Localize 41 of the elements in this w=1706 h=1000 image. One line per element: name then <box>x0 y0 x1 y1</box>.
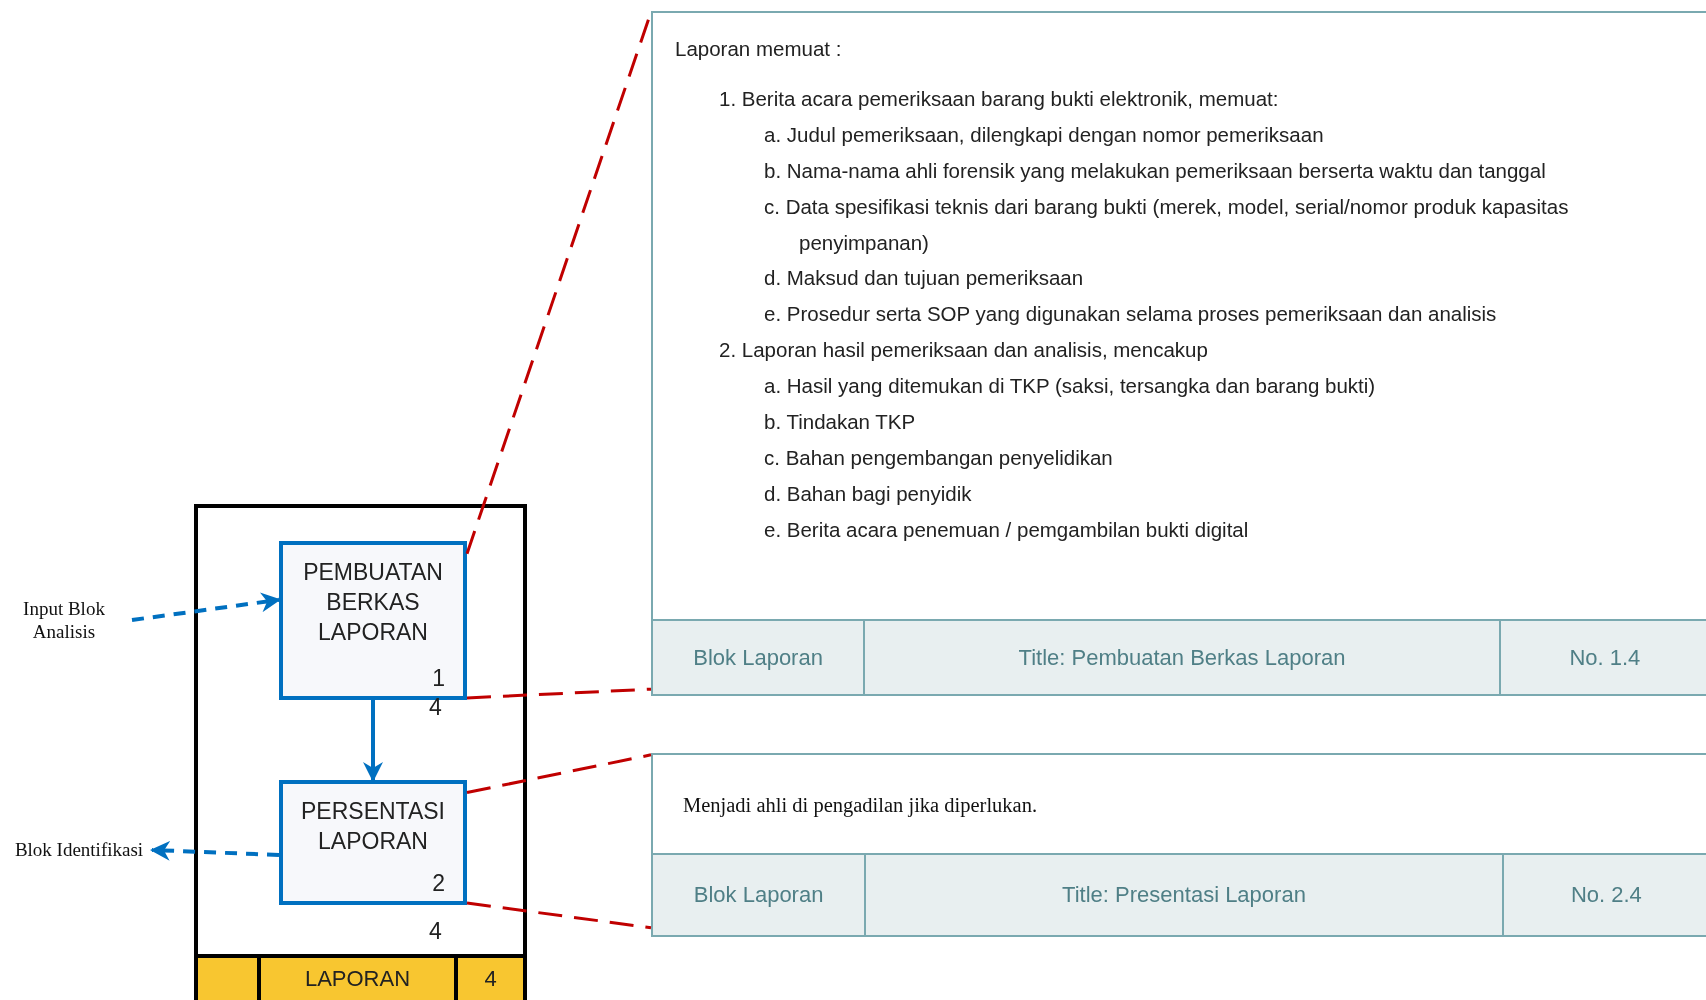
list-item: c. Data spesifikasi teknis dari barang bukti (merek, model, serial/nomor produk kapasitas penyimpanan) <box>764 194 1570 256</box>
process-number: 2 <box>432 870 445 897</box>
process-box <box>279 780 467 905</box>
list-item: d. Maksud dan tujuan pemeriksaan <box>764 265 1085 291</box>
detail-panel <box>651 11 1706 696</box>
list-item: d. Bahan bagi penyidik <box>764 481 973 507</box>
list-item: 2. Laporan hasil pemeriksaan dan analisis, mencakup <box>719 337 1209 363</box>
zoom-line <box>466 753 652 794</box>
band-cell: 4 <box>458 958 523 1000</box>
arrow <box>363 700 383 782</box>
zoom-line <box>466 901 652 930</box>
list-item: 1. Berita acara pemeriksaan barang bukti elektronik, memuat: <box>719 86 1280 112</box>
footer-cell: Title: Pembuatan Berkas Laporan <box>865 621 1501 694</box>
arrow <box>131 592 281 622</box>
list-item: a. Hasil yang ditemukan di TKP (saksi, tersangka dan barang bukti) <box>764 373 1377 399</box>
panel-text: Menjadi ahli di pengadilan jika diperlukan. <box>683 793 1039 819</box>
beside-number: 4 <box>429 694 442 721</box>
list-item: b. Nama-nama ahli forensik yang melakukan pemeriksaan berserta waktu dan tanggal <box>764 158 1547 184</box>
list-item: e. Prosedur serta SOP yang digunakan selama proses pemeriksaan dan analisis <box>764 301 1498 327</box>
arrow <box>150 840 280 861</box>
band-cell: LAPORAN <box>261 958 458 1000</box>
footer-cell: Title: Presentasi Laporan <box>866 855 1504 935</box>
input-label: Input Blok Analisis <box>14 597 114 643</box>
block-frame <box>194 504 527 1000</box>
process-title: PEMBUATAN BERKAS LAPORAN <box>302 558 444 647</box>
output-label: Blok Identifikasi <box>8 838 150 862</box>
detail-panel <box>651 753 1706 937</box>
list-item: c. Bahan pengembangan penyelidikan <box>764 445 1114 471</box>
zoom-line <box>466 687 652 700</box>
footer-cell: Blok Laporan <box>653 621 866 694</box>
process-title: PERSENTASI LAPORAN <box>300 797 446 856</box>
list-item: e. Berita acara penemuan / pemgambilan bukti digital <box>764 517 1250 543</box>
list-item: b. Tindakan TKP <box>764 409 917 435</box>
intro-text: Laporan memuat : <box>675 36 843 62</box>
process-number: 1 <box>432 665 445 692</box>
footer-cell: No. 1.4 <box>1500 621 1706 694</box>
beside-number: 4 <box>429 918 442 945</box>
process-box <box>279 541 467 700</box>
footer-cell: Blok Laporan <box>653 855 867 935</box>
footer-cell: No. 2.4 <box>1503 855 1706 935</box>
list-item: a. Judul pemeriksaan, dilengkapi dengan nomor pemeriksaan <box>764 122 1325 148</box>
